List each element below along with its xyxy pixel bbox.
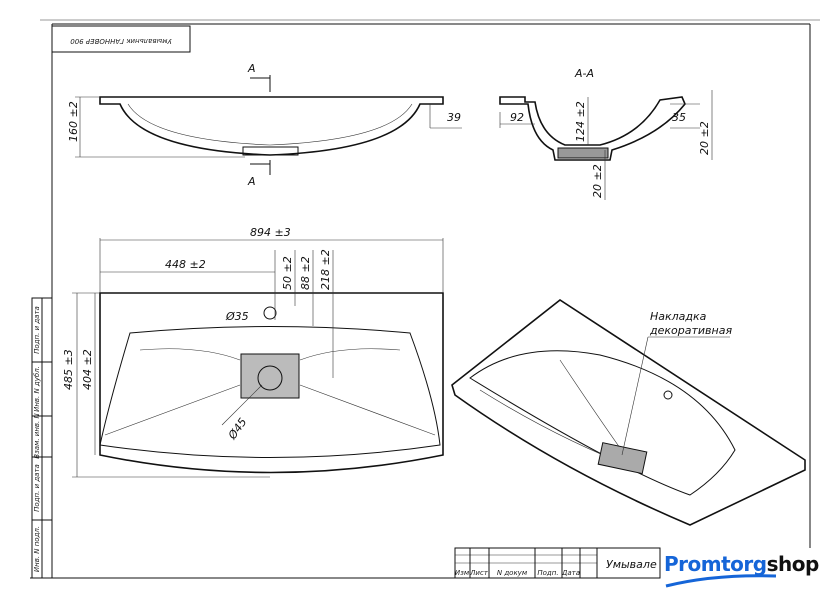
svg-text:Дата: Дата (561, 569, 580, 577)
section-view: А-А 92 124 ±2 35 20 ±2 20 ±2 (499, 67, 713, 200)
side-stamp-cell: Подп. и дата (33, 464, 41, 512)
svg-text:20 ±2: 20 ±2 (698, 121, 711, 155)
svg-text:A: A (247, 175, 256, 188)
svg-text:Ø35: Ø35 (225, 310, 249, 323)
title-block: Изм Лист N докум Подп. Дата Умывале (454, 547, 661, 579)
svg-text:92: 92 (510, 111, 524, 124)
svg-text:Лист: Лист (469, 569, 489, 577)
side-stamp-cell: Взам. инв. N (33, 412, 41, 458)
svg-text:124 ±2: 124 ±2 (574, 101, 587, 142)
svg-text:A: A (247, 62, 256, 75)
top-stamp: Умывальник ГАННОВЕР 900 (51, 25, 191, 53)
svg-text:20 ±2: 20 ±2 (591, 164, 604, 198)
section-title: А-А (574, 67, 594, 80)
side-stamp-cell: Подп. и дата (33, 306, 41, 354)
svg-text:88 ±2: 88 ±2 (299, 256, 312, 290)
svg-text:485 ±3: 485 ±3 (62, 349, 75, 390)
svg-text:Накладка: Накладка (650, 310, 707, 323)
side-stamp: Подп. и дата Инв. N дубл. Взам. инв. N П… (31, 297, 53, 579)
svg-text:Подп.: Подп. (537, 569, 558, 577)
iso-view: Накладка декоративная (451, 299, 806, 526)
svg-text:404 ±2: 404 ±2 (81, 349, 94, 390)
svg-text:160 ±2: 160 ±2 (67, 101, 80, 142)
svg-text:декоративная: декоративная (649, 324, 732, 337)
side-stamp-cell: Инв. N подл. (33, 526, 41, 572)
plan-view: 894 ±3 448 ±2 50 ±2 88 ±2 218 ±2 Ø35 Ø45… (62, 226, 444, 478)
svg-text:50 ±2: 50 ±2 (281, 256, 294, 290)
svg-text:218 ±2: 218 ±2 (319, 249, 332, 290)
promtorgshop-logo[interactable]: Promtorgshop (664, 552, 819, 576)
svg-text:39: 39 (447, 111, 461, 124)
svg-text:Ø45: Ø45 (225, 416, 249, 443)
stamp-title: Умывальник ГАННОВЕР 900 (70, 37, 172, 45)
svg-text:N докум: N докум (497, 569, 528, 577)
svg-text:Изм: Изм (455, 569, 470, 577)
svg-text:448 ±2: 448 ±2 (165, 258, 206, 271)
side-stamp-cell: Инв. N дубл. (33, 366, 41, 412)
svg-text:35: 35 (672, 111, 686, 124)
svg-text:894 ±3: 894 ±3 (250, 226, 291, 239)
front-view: A A 160 ±2 39 (67, 62, 462, 188)
drawing-name: Умывале (606, 558, 657, 571)
logo-swoosh-icon (665, 574, 777, 588)
